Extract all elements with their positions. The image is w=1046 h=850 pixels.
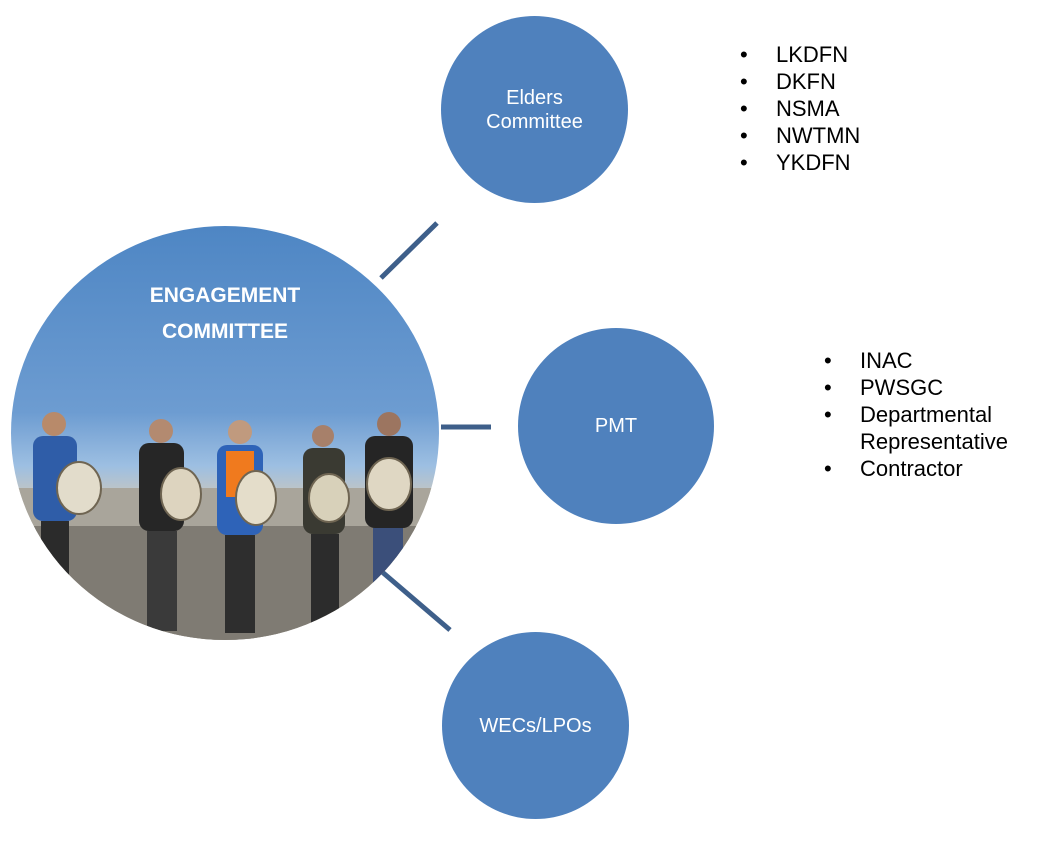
elders-node-label-line2: Committee (486, 110, 583, 133)
drummer-figure (139, 419, 202, 631)
list-item: DKFN (740, 68, 860, 95)
list-item: Contractor (824, 455, 1046, 482)
engagement-committee-title: ENGAGEMENT COMMITTEE (11, 278, 439, 350)
pmt-node-label: PMT (594, 415, 638, 437)
pmt-node: PMT (518, 328, 714, 524)
drummer-figure (303, 425, 350, 632)
list-item: INAC (824, 347, 1046, 374)
list-item: NWTMN (740, 122, 860, 149)
wecs-lpos-node: WECs/LPOs (442, 632, 629, 819)
list-item: LKDFN (740, 41, 860, 68)
list-item: Departmental Representative (824, 401, 1046, 455)
drummer-figure (33, 412, 102, 631)
elders-members-list: LKDFN DKFN NSMA NWTMN YKDFN (740, 41, 860, 176)
drummer-figure (365, 412, 413, 628)
engagement-committee-node: ENGAGEMENT COMMITTEE (11, 226, 439, 640)
connector-elders (379, 221, 439, 280)
elders-committee-node: Elders Committee (441, 16, 628, 203)
engagement-title-line2: COMMITTEE (162, 320, 288, 343)
pmt-members-list: INAC PWSGC Departmental Representative C… (824, 347, 1046, 482)
engagement-title-line1: ENGAGEMENT (149, 284, 301, 307)
drummer-figure (217, 420, 277, 633)
list-item: PWSGC (824, 374, 1046, 401)
drummers-photo (11, 412, 439, 640)
wecs-node-label: WECs/LPOs (479, 714, 592, 737)
elders-node-label-line1: Elders (506, 86, 563, 109)
list-item: NSMA (740, 95, 860, 122)
list-item: YKDFN (740, 149, 860, 176)
